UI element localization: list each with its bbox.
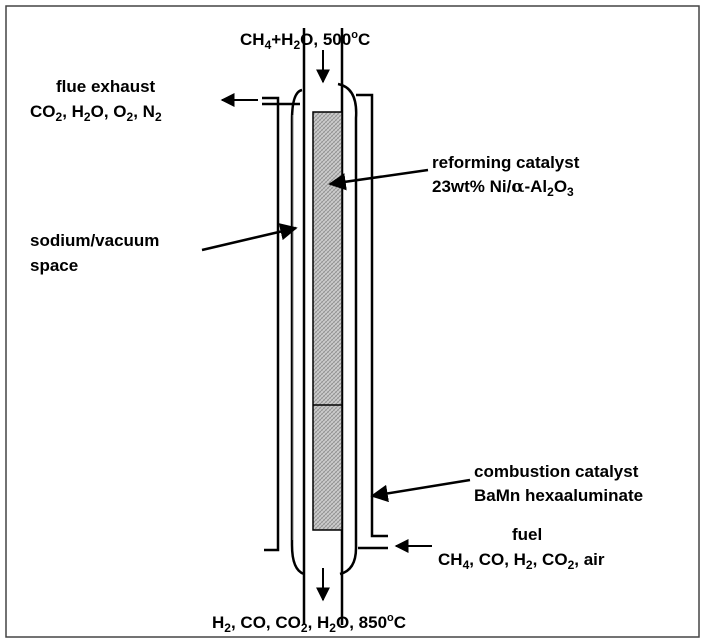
outer-vessel-right — [356, 93, 388, 538]
image-border — [5, 5, 700, 638]
outlet-label: H2, CO, CO2, H2O, 850oC — [212, 612, 406, 635]
outer-vessel-left — [262, 96, 280, 552]
flue-exhaust-species: CO2, H2O, O2, N2 — [30, 102, 162, 124]
combustion-catalyst-formula: BaMn hexaaluminate — [474, 486, 643, 505]
sodium-vacuum-label-line1: sodium/vacuum — [30, 231, 159, 250]
reforming-catalyst-formula: 23wt% Ni/α-Al2O3 — [432, 177, 574, 199]
reforming-pointer — [328, 168, 429, 191]
combustion-pointer — [370, 478, 471, 503]
fuel-title: fuel — [512, 525, 542, 544]
flue-exhaust-title: flue exhaust — [56, 77, 156, 96]
reforming-catalyst-bed — [312, 111, 343, 531]
combustion-catalyst-title: combustion catalyst — [474, 462, 639, 481]
sodium-pointer — [201, 223, 298, 252]
sodium-jacket — [290, 82, 358, 576]
fuel-species: CH4, CO, H2, CO2, air — [438, 550, 605, 572]
reforming-catalyst-title: reforming catalyst — [432, 153, 580, 172]
sodium-vacuum-label-line2: space — [30, 256, 78, 275]
inlet-label: CH4+H2O, 500oC — [240, 29, 370, 52]
